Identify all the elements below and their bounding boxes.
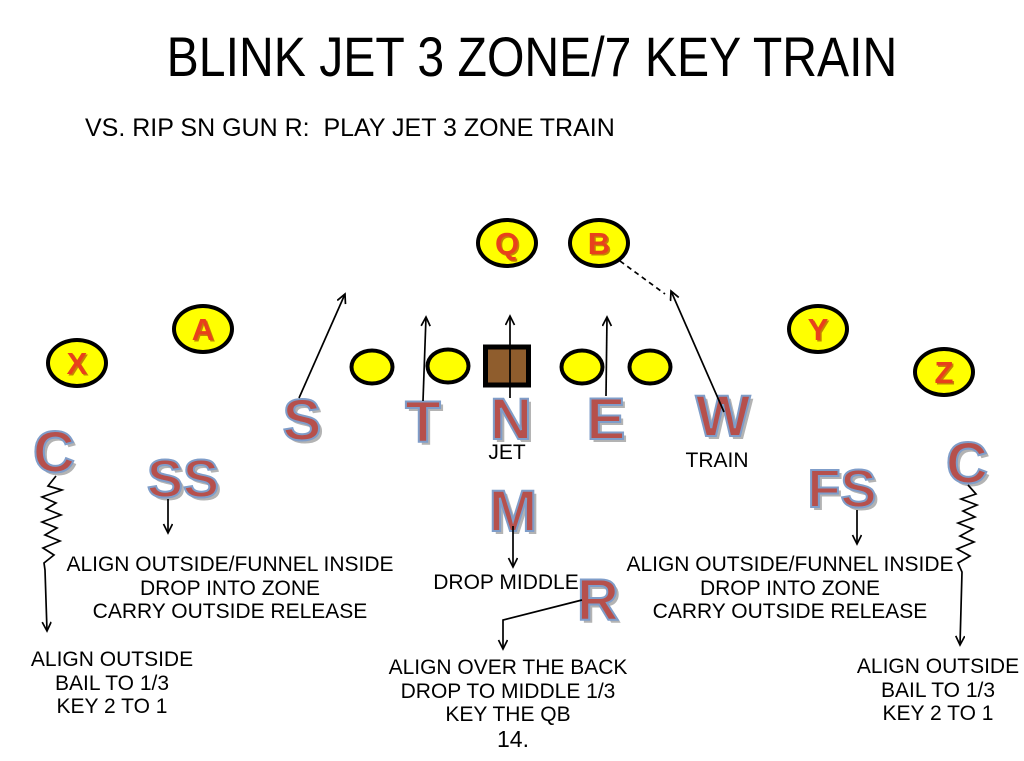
defender-corner-left: C	[32, 420, 76, 485]
defender-tackle: T	[404, 390, 441, 455]
sam-rush-arrow	[298, 294, 345, 399]
defender-sam: S	[282, 388, 323, 453]
receiver-a-label: A	[191, 311, 215, 347]
note-line: BAIL TO 1/3	[54, 671, 170, 695]
defender-corner-right: C	[945, 431, 989, 496]
defender-end: E	[586, 387, 627, 452]
end-rush-arrow	[606, 317, 607, 397]
rover-drop-arrow	[503, 599, 583, 649]
lineman-oval	[559, 348, 605, 386]
strong-safety-note: ALIGN OUTSIDE/FUNNEL INSIDE DROP INTO ZO…	[66, 553, 393, 624]
note-line: CARRY OUTSIDE RELEASE	[652, 600, 928, 623]
center-square	[483, 344, 531, 388]
lineman-oval	[349, 348, 395, 386]
note-line: ALIGN OUTSIDE/FUNNEL INSIDE	[626, 553, 954, 576]
jet-label: JET	[488, 441, 526, 464]
note-line: CARRY OUTSIDE RELEASE	[92, 600, 368, 623]
note-line: KEY THE QB	[445, 703, 571, 726]
defender-strong-safety: SS	[146, 449, 220, 509]
note-line: DROP MIDDLE	[433, 571, 579, 594]
slide-subtitle: VS. RIP SN GUN R: PLAY JET 3 ZONE TRAIN	[85, 114, 615, 142]
free-safety-note: ALIGN OUTSIDE/FUNNEL INSIDE DROP INTO ZO…	[626, 553, 953, 624]
receiver-y-label: Y	[807, 311, 829, 347]
defender-free-safety: FS	[806, 459, 877, 519]
tackle-rush-arrow	[423, 317, 426, 402]
note-line: DROP TO MIDDLE 1/3	[400, 679, 616, 703]
mike-note: DROP MIDDLE	[433, 571, 578, 595]
quarterback-label: Q	[494, 225, 520, 261]
note-line: ALIGN OUTSIDE	[30, 648, 194, 671]
defender-rover: R	[576, 568, 620, 633]
receiver-a-oval: A	[172, 304, 234, 354]
receiver-x-oval: X	[46, 338, 108, 388]
lineman-oval	[425, 347, 471, 385]
receiver-x-label: X	[66, 345, 88, 381]
defender-mike: M	[488, 479, 538, 544]
receiver-y-oval: Y	[787, 304, 849, 354]
corner-right-bail-squiggle	[957, 484, 980, 645]
page-number: 14.	[497, 726, 529, 752]
receiver-z-oval: Z	[913, 347, 975, 397]
note-line: DROP INTO ZONE	[699, 576, 881, 600]
note-line: ALIGN OUTSIDE	[856, 655, 1020, 678]
corner-right-note: ALIGN OUTSIDE BAIL TO 1/3 KEY 2 TO 1	[857, 655, 1019, 726]
note-line: KEY 2 TO 1	[882, 702, 994, 725]
train-label: TRAIN	[685, 449, 749, 472]
back-b-oval: B	[568, 218, 630, 268]
quarterback-oval: Q	[476, 218, 538, 268]
rover-note: ALIGN OVER THE BACK DROP TO MIDDLE 1/3 K…	[389, 656, 628, 727]
note-line: KEY 2 TO 1	[56, 695, 168, 718]
lineman-oval	[627, 348, 673, 386]
back-b-label: B	[587, 225, 611, 261]
note-line: BAIL TO 1/3	[880, 678, 996, 702]
defender-nose: N	[489, 387, 533, 452]
corner-left-bail-squiggle	[39, 475, 65, 631]
receiver-z-label: Z	[934, 354, 954, 390]
note-line: ALIGN OVER THE BACK	[388, 656, 628, 679]
back-motion-dashed-line	[619, 260, 666, 295]
note-line: ALIGN OUTSIDE/FUNNEL INSIDE	[66, 553, 394, 576]
slide-title: BLINK JET 3 ZONE/7 KEY TRAIN	[166, 25, 898, 88]
defender-will: W	[695, 384, 752, 449]
corner-left-note: ALIGN OUTSIDE BAIL TO 1/3 KEY 2 TO 1	[31, 648, 193, 719]
note-line: DROP INTO ZONE	[139, 576, 321, 600]
